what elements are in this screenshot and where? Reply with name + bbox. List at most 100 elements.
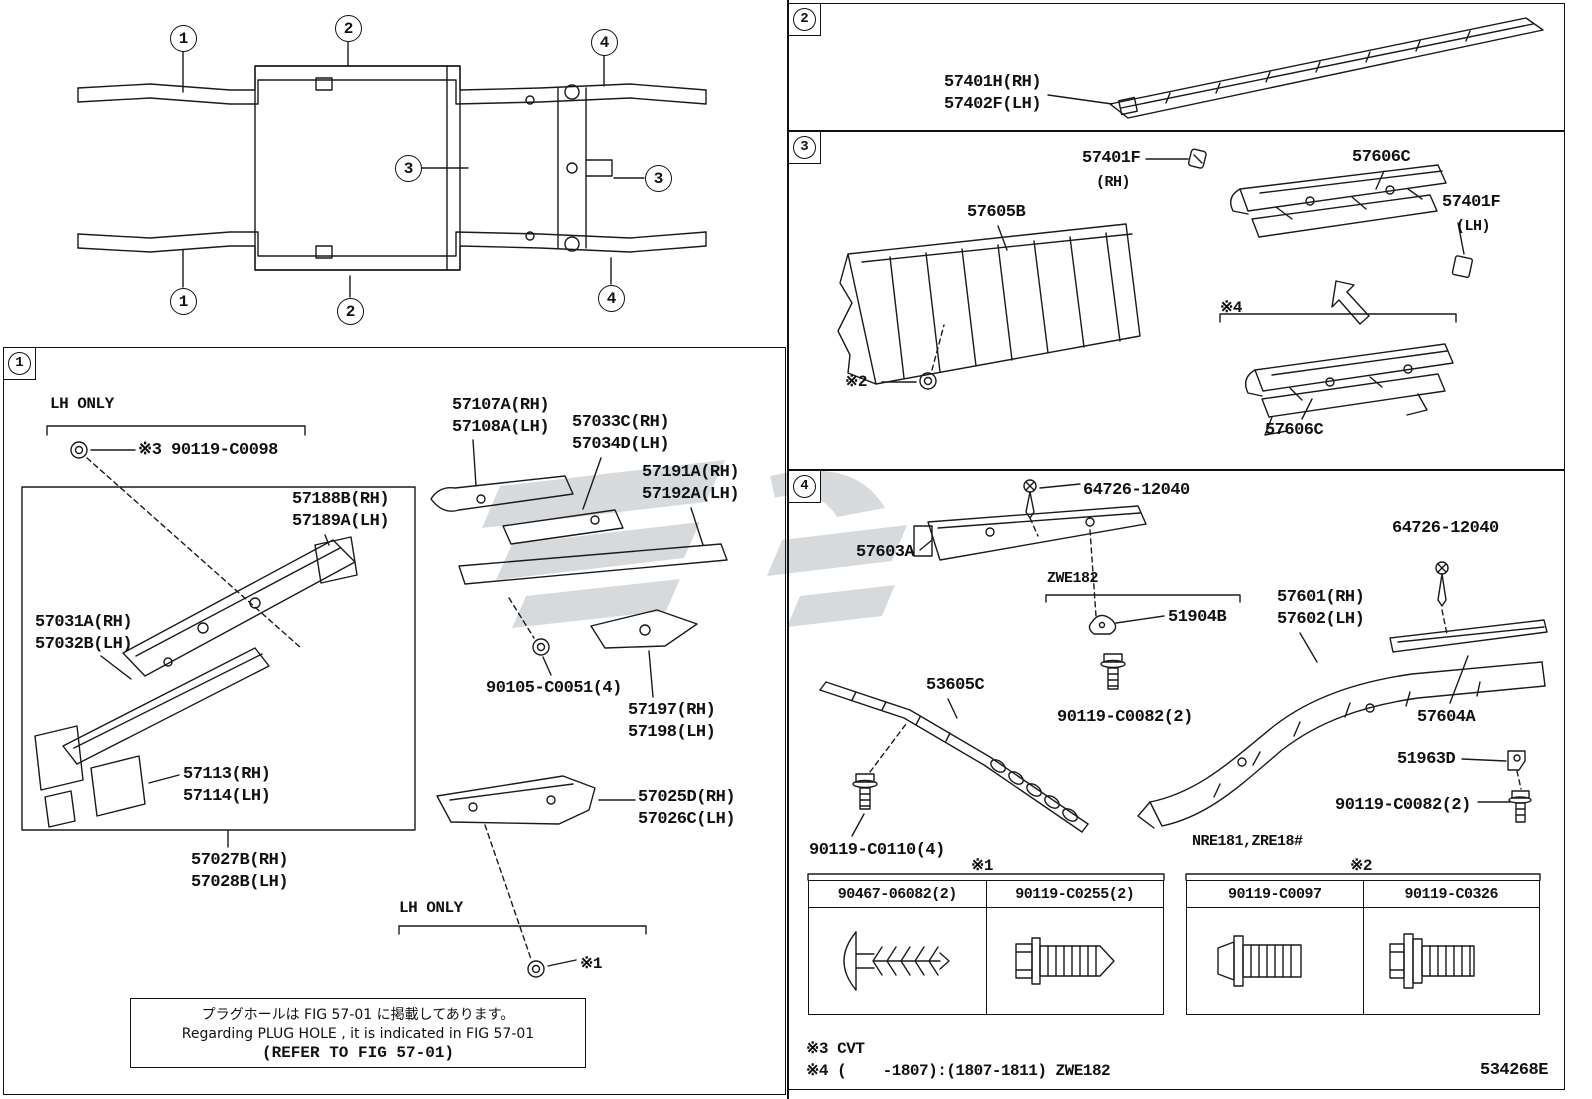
screw-icon [1435,561,1449,607]
part-label-57606c-bottom: 57606C [1265,421,1324,440]
bolt-icon [852,773,878,810]
assembly-box [21,486,416,831]
page-code: 534268E [1480,1061,1548,1080]
section-2-drawing [1047,17,1544,119]
part-label-51963d: 51963D [1397,750,1456,769]
star1-label: ※1 [580,955,603,973]
callout-4-bottom: 4 [598,285,625,312]
callout-4-top: 4 [591,29,618,56]
fastener-table-2: 90119-C0097 90119-C0326 [1186,880,1540,1015]
part-label-57601: 57601(RH) [1277,588,1365,607]
part-label-57188b: 57188B(RH) [292,490,390,509]
callout-2-top: 2 [335,15,362,42]
direction-arrow [1331,280,1370,325]
part-label-51904b: 51904B [1168,608,1227,627]
callout-2-bottom: 2 [337,298,364,325]
part-label-57027b: 57027B(RH) [191,851,289,870]
fastener-part-number: 90119-C0097 [1187,881,1363,908]
fastener-table-1: 90467-06082(2) 90119-C0255(2) [808,880,1164,1015]
frame-crossmember-drawing [525,84,613,252]
floor-side-member-front-drawing [913,505,1147,561]
bolt-icon [532,638,550,656]
frame-overview-drawing [77,41,707,298]
bolt-icon [527,960,545,978]
note-cvt: ※3 CVT [806,1040,865,1058]
grommet-icon [1187,148,1207,169]
part-label-lh-tag: (LH) [1456,218,1491,235]
member-reinforcement-drawing [1389,619,1548,653]
note-line-ref: (REFER TO FIG 57-01) [261,1044,455,1062]
part-label-90119-c0098: ※3 90119-C0098 [138,441,278,460]
front-side-member-drawing [34,536,358,828]
frame-center-box-drawing [254,65,461,271]
floor-panel-rear-drawing [837,223,1141,385]
part-label-64726-right: 64726-12040 [1392,519,1499,538]
section-3-marker: 3 [788,131,821,164]
section-4-panel [788,470,1565,1090]
callout-1-bottom: 1 [170,288,197,315]
push-clip-icon [809,908,986,1014]
part-label-57602: 57602(LH) [1277,610,1365,629]
section-2-marker: 2 [788,3,821,36]
callout-1-top: 1 [170,25,197,52]
bracket-icon [1507,750,1526,771]
part-label-57192a: 57192A(LH) [642,485,740,504]
fastener-part-number: 90467-06082(2) [809,881,986,908]
section-1-drawing [21,425,728,978]
section-4-drawing [807,479,1548,881]
part-label-57198: 57198(LH) [628,723,716,742]
star2-label: ※2 [1350,857,1373,875]
part-label-57605b: 57605B [967,203,1026,222]
star4-label: ※4 [1220,299,1243,317]
section-2-panel [788,3,1565,131]
part-label-57189a: 57189A(LH) [292,512,390,531]
part-label-57191a: 57191A(RH) [642,463,740,482]
star1-label: ※1 [971,857,994,875]
part-label-90105-c0051: 90105-C0051(4) [486,679,622,698]
part-label-57401f-lh: 57401F [1442,193,1501,212]
bolt-icon [1100,653,1126,690]
part-label-rh-tag: (RH) [1096,174,1131,191]
part-label-57603a: 57603A [856,543,915,562]
part-label-57604a: 57604A [1417,708,1476,727]
part-label-57114: 57114(LH) [183,787,271,806]
plug-hole-note: プラグホールは FIG 57-01 に掲載してあります。 Regarding P… [130,998,586,1068]
part-label-57026c: 57026C(LH) [638,810,736,829]
bolt-icon [919,372,937,390]
screw-icon [1023,479,1037,519]
part-label-53605c: 53605C [926,676,985,695]
part-label-57401h: 57401H(RH) [944,73,1042,92]
bolt-icon [70,441,88,459]
frame-rail-bottom-drawing [77,231,707,271]
note-range: ※4 ( -1807):(1807-1811) ZWE182 [806,1062,1111,1080]
section-3-drawing [837,148,1474,436]
fastener-part-number: 90119-C0255(2) [985,881,1163,908]
callout-3-left: 3 [395,155,422,182]
part-label-57606c-top: 57606C [1352,148,1411,167]
flange-bolt-washer-icon [1362,908,1540,1014]
section-4-marker: 4 [788,470,821,503]
brace-strip-drawing [819,681,1089,833]
note-line-jp: プラグホールは FIG 57-01 に掲載してあります。 [201,1007,515,1023]
part-label-57033c: 57033C(RH) [572,413,670,432]
bolt-icon [985,908,1164,1014]
callout-3-right: 3 [645,165,672,192]
part-label-57025d: 57025D(RH) [638,788,736,807]
part-label-57401f-rh: 57401F [1082,149,1141,168]
section-1-marker: 1 [3,347,36,380]
section-3-panel [788,131,1565,470]
apron-member-drawing [430,475,728,649]
lh-only-label-top: LH ONLY [50,395,114,413]
part-label-90119-c0082-b: 90119-C0082(2) [1335,796,1471,815]
watermark [482,460,907,628]
part-label-57034d: 57034D(LH) [572,435,670,454]
part-label-64726-top: 64726-12040 [1083,481,1190,500]
lh-only-label-bottom: LH ONLY [399,899,463,917]
part-label-57031a: 57031A(RH) [35,613,133,632]
model-label-zwe182: ZWE182 [1047,570,1099,587]
floor-side-member-rear-drawing [1137,661,1546,829]
member-sub-assembly-drawing [436,775,596,825]
fastener-part-number: 90119-C0326 [1362,881,1539,908]
part-label-57107a: 57107A(RH) [452,396,550,415]
